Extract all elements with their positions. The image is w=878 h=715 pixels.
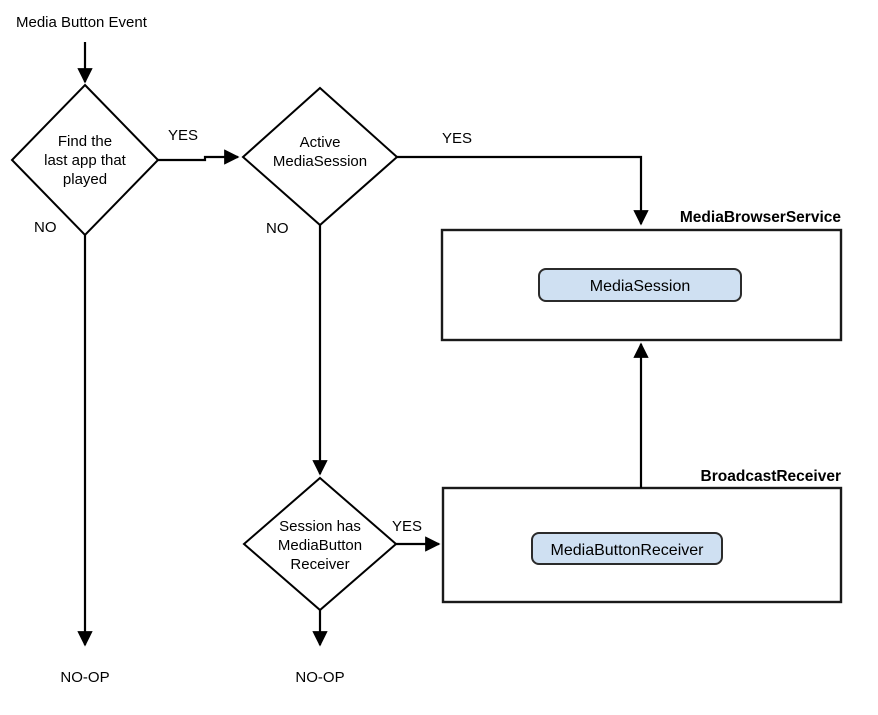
node-mediabuttonreceiver-label: MediaButtonReceiver (551, 542, 705, 559)
edge-label-active-mediasession-no: NO (266, 220, 289, 237)
decision-session-has-receiver-line-1: Session has (279, 518, 361, 535)
edge-label-find-last-app-no: NO (34, 219, 57, 236)
container-title-broadcastreceiver: BroadcastReceiver (701, 468, 841, 485)
terminal-noop-left: NO-OP (60, 669, 109, 686)
edge-label-active-mediasession-yes: YES (442, 130, 472, 147)
entry-label: Media Button Event (16, 14, 148, 31)
decision-find-last-app-line-3: played (63, 171, 107, 188)
terminal-noop-middle: NO-OP (295, 669, 344, 686)
node-mediasession[interactable] (538, 268, 742, 302)
container-title-mediabrowserservice: MediaBrowserService (680, 209, 841, 226)
node-mediasession-label: MediaSession (590, 278, 691, 295)
node-mediabuttonreceiver[interactable] (531, 532, 723, 565)
decision-session-has-receiver-line-2: MediaButton (278, 537, 362, 554)
decision-active-mediasession-line-1: Active (300, 134, 341, 151)
decision-find-last-app-line-2: last app that (44, 152, 127, 169)
decision-active-mediasession-line-2: MediaSession (273, 153, 367, 170)
decision-find-last-app-line-1: Find the (58, 133, 112, 150)
edge-find-last-app-yes-to-active-mediasession (158, 149, 240, 165)
decision-session-has-receiver-line-3: Receiver (290, 556, 349, 573)
edge-label-find-last-app-yes: YES (168, 127, 198, 144)
edge-label-session-has-receiver-yes: YES (392, 518, 422, 535)
edge-active-mediasession-yes-to-mediabrowserservice (397, 155, 649, 226)
